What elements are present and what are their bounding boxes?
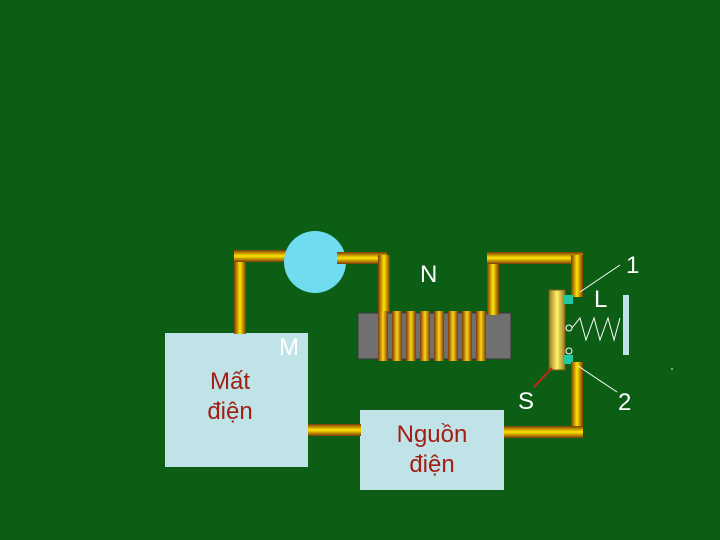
wire-top-right-vertical (571, 255, 583, 297)
mat-dien-label: Mất điện (165, 367, 295, 427)
label-s: S (518, 388, 535, 415)
label-l: L (594, 286, 608, 313)
wire-top-horizontal (487, 252, 583, 264)
zigzag-spring-icon (571, 316, 621, 342)
label-2: 2 (618, 389, 632, 416)
leader-line-1 (579, 264, 621, 293)
wire-coil-to-top-vertical (487, 255, 499, 315)
contact-upper (564, 295, 573, 304)
wire-left-vertical (234, 256, 246, 334)
nguon-dien-line1: Nguồn (396, 421, 468, 448)
wire-bottom-right-horizontal (504, 426, 583, 438)
leader-line-s (533, 367, 553, 388)
contact-lower (564, 355, 573, 364)
solenoid-coil-icon (378, 311, 486, 361)
pivot-circle-lower (565, 347, 573, 355)
leader-line-2 (577, 365, 618, 393)
mat-dien-line2: điện (207, 398, 253, 425)
right-plate (623, 295, 629, 355)
label-1: 1 (626, 252, 640, 279)
wire-bottom-left-horizontal (308, 424, 361, 436)
nguon-dien-box (360, 410, 504, 490)
nguon-dien-line2: điện (409, 451, 455, 478)
armature-bar (548, 289, 566, 371)
pivot-circle-upper (565, 324, 573, 332)
wire-left-horizontal (234, 250, 289, 262)
nguon-dien-label: Nguồn điện (360, 420, 504, 480)
lamp-icon (284, 231, 346, 293)
wire-lamp-to-coil-horizontal (337, 252, 387, 264)
mat-dien-box (165, 333, 308, 467)
mat-dien-line1: Mất (209, 368, 250, 395)
wire-bottom-right-vertical (571, 362, 583, 436)
label-n: N (420, 261, 438, 288)
label-m: M (279, 334, 299, 361)
wire-lamp-to-coil-vertical (378, 255, 390, 315)
stray-dot (671, 368, 673, 370)
